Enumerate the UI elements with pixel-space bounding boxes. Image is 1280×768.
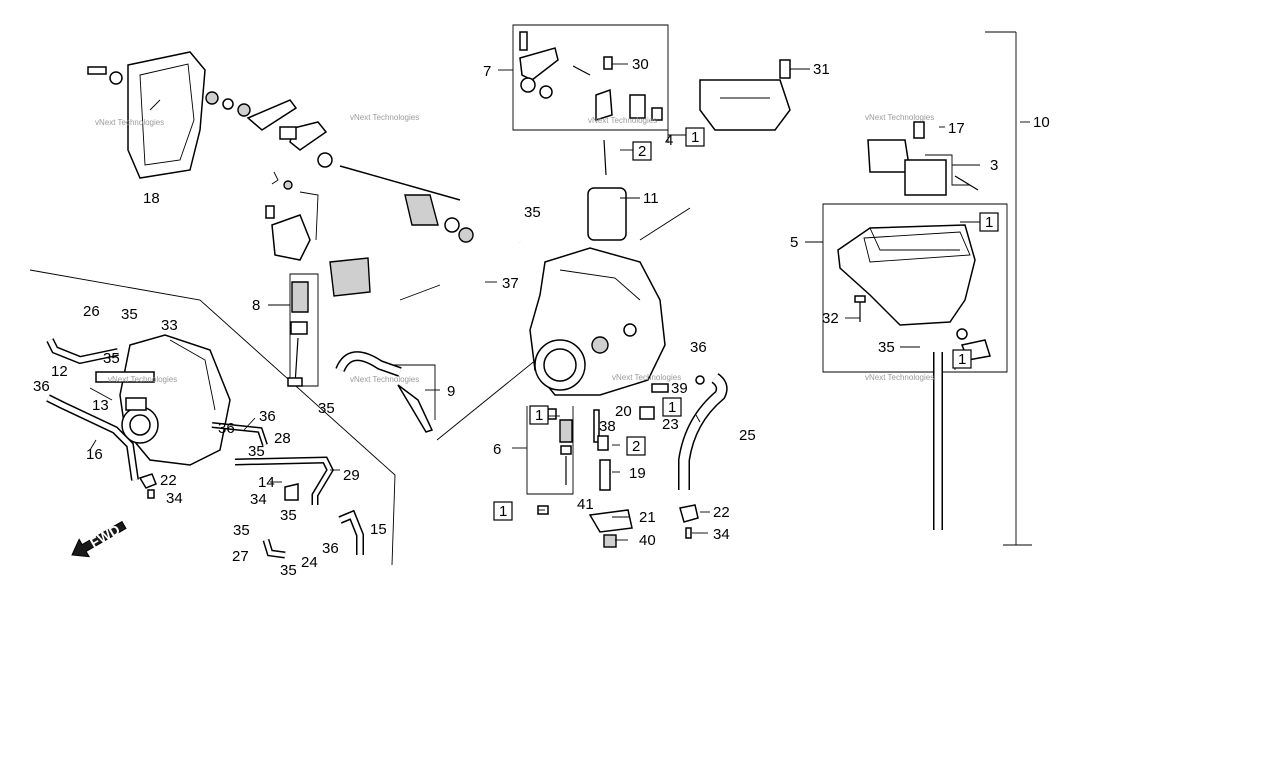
callout-label: 23 [662, 416, 679, 433]
callout-label: 13 [92, 397, 109, 414]
callout-label: 17 [948, 120, 965, 137]
callout-label: 18 [143, 190, 160, 207]
watermark-text: vNext Technologies [865, 373, 934, 382]
callout-label: 35 [318, 400, 335, 417]
callout-label: 4 [665, 132, 673, 149]
callout-label: 5 [790, 234, 798, 251]
callout-label: 25 [739, 427, 756, 444]
svg-text:1: 1 [499, 503, 507, 520]
callout-label: 35 [121, 306, 138, 323]
linkage-parts [265, 171, 371, 387]
callout-label: 35 [524, 204, 541, 221]
left-carburetor-part [46, 334, 364, 559]
callout-label: 35 [248, 443, 265, 460]
boxed-label-1: 1 [952, 349, 972, 369]
svg-text:2: 2 [638, 143, 646, 160]
callout-label: 16 [86, 446, 103, 463]
leader-lines [89, 63, 1030, 541]
callout-label: 35 [280, 562, 297, 579]
svg-text:1: 1 [535, 407, 543, 424]
callout-label: 8 [252, 297, 260, 314]
callout-label: 31 [813, 61, 830, 78]
boxed-label-2: 2 [632, 141, 652, 161]
fwd-arrow: FWD [71, 520, 127, 558]
callout-label: 15 [370, 521, 387, 538]
watermark-text: vNext Technologies [612, 373, 681, 382]
watermark-text: vNext Technologies [95, 118, 164, 127]
watermark-text: vNext Technologies [865, 113, 934, 122]
callout-label: 40 [639, 532, 656, 549]
boxed-callouts: 1 2 1 1 1 1 2 1 [493, 127, 999, 521]
callout-label: 12 [51, 363, 68, 380]
frame-lines [29, 24, 1032, 566]
callout-label: 32 [822, 310, 839, 327]
watermarks: vNext Technologies vNext Technologies vN… [95, 113, 934, 384]
top-cover-part [87, 51, 206, 179]
callout-label: 29 [343, 467, 360, 484]
callout-label: 22 [713, 504, 730, 521]
jet-parts [537, 375, 705, 548]
callout-label: 36 [259, 408, 276, 425]
watermark-text: vNext Technologies [108, 375, 177, 384]
callout-label: 34 [713, 526, 730, 543]
callout-label: 6 [493, 441, 501, 458]
callout-label: 33 [161, 317, 178, 334]
throttle-shaft-part [205, 91, 474, 243]
boxed-label-1: 1 [685, 127, 705, 147]
boxed-label-1: 1 [979, 212, 999, 232]
callout-label: 34 [250, 491, 267, 508]
callout-label: 36 [33, 378, 50, 395]
callout-label: 22 [160, 472, 177, 489]
boxed-label-2: 2 [626, 436, 646, 456]
boxed-label-1: 1 [662, 397, 682, 417]
callout-label: 7 [483, 63, 491, 80]
watermark-text: vNext Technologies [350, 375, 419, 384]
svg-text:1: 1 [985, 214, 993, 231]
callout-label: 38 [599, 418, 616, 435]
carburetor-body-part [529, 79, 791, 396]
callout-label: 3 [990, 157, 998, 174]
hoses [335, 229, 943, 530]
callout-label: 35 [233, 522, 250, 539]
svg-text:2: 2 [632, 438, 640, 455]
callout-label: 19 [629, 465, 646, 482]
callout-label: 36 [218, 420, 235, 437]
callout-label: 34 [166, 490, 183, 507]
svg-text:1: 1 [958, 351, 966, 368]
boxed-label-1: 1 [529, 405, 549, 425]
callout-label: 26 [83, 303, 100, 320]
callout-label: 41 [577, 496, 594, 513]
float-valve-parts [519, 31, 791, 176]
callout-label: 9 [447, 383, 455, 400]
callout-label: 27 [232, 548, 249, 565]
callout-label: 37 [502, 275, 519, 292]
callout-label: 28 [274, 430, 291, 447]
callout-label: 35 [280, 507, 297, 524]
callout-label: 24 [301, 554, 318, 571]
watermark-text: vNext Technologies [350, 113, 419, 122]
svg-text:1: 1 [691, 129, 699, 146]
callout-label: 11 [643, 190, 659, 207]
callout-label: 10 [1033, 114, 1050, 131]
callout-label: 21 [639, 509, 656, 526]
callout-label: 35 [878, 339, 895, 356]
callout-label: 14 [258, 474, 275, 491]
callout-label: 39 [671, 380, 688, 397]
callout-label: 36 [690, 339, 707, 356]
watermark-text: vNext Technologies [588, 116, 657, 125]
callout-label: 36 [322, 540, 339, 557]
callout-label: 20 [615, 403, 632, 420]
float-bowl-parts [837, 121, 991, 361]
callout-label: 35 [103, 350, 120, 367]
callout-labels: 7 30 31 4 18 8 9 35 35 37 11 10 17 3 5 3… [33, 56, 1050, 579]
svg-text:1: 1 [668, 399, 676, 416]
boxed-label-1: 1 [493, 501, 513, 521]
callout-label: 30 [632, 56, 649, 73]
